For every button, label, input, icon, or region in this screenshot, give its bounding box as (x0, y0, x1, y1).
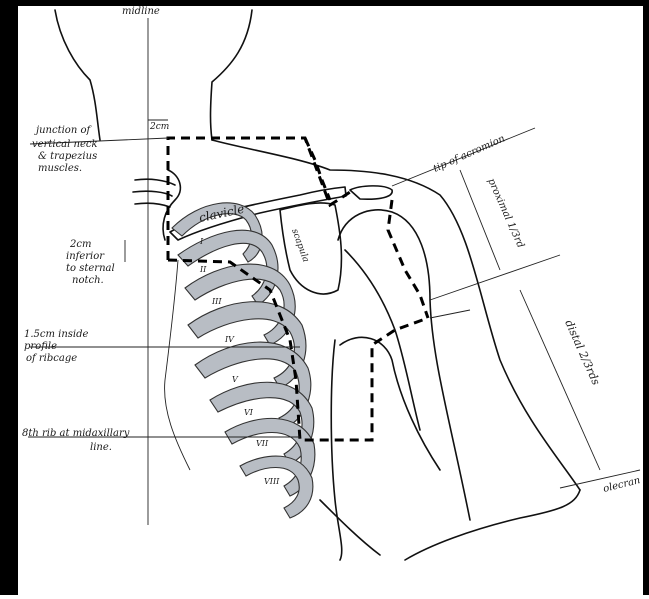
rib-numeral-3: III (211, 297, 222, 306)
inside-profile-1: 1.5cm inside (24, 329, 89, 340)
top-black-border (0, 0, 649, 6)
midline-label: midline (122, 6, 160, 17)
upper-arm-back (405, 490, 580, 560)
trunk-left (165, 260, 190, 470)
two-cm-inferior-4: notch. (72, 275, 104, 286)
two-cm-top-label: 2cm (149, 122, 169, 132)
rib-8 (240, 456, 313, 518)
scapula-label: scapula (289, 228, 310, 264)
two-cm-inferior-1: 2cm (69, 239, 91, 250)
field-boundary-humeral (388, 200, 428, 318)
forearm-outline (340, 337, 440, 470)
proximal-divider (430, 255, 560, 300)
junction-label-3: & trapezius (38, 151, 97, 162)
rib-numeral-2: II (199, 265, 207, 274)
eighth-rib-1: 8th rib at midaxillary (22, 428, 130, 439)
forearm-lower (320, 500, 380, 555)
head-outline (55, 10, 100, 140)
scapula-shape (280, 203, 341, 294)
rib-numeral-6: VI (244, 408, 254, 417)
acromion (350, 186, 392, 199)
proximal-label: proximal 1/3rd (485, 177, 526, 250)
clavicle-label: clavicle (198, 202, 246, 225)
acromion-label: tip of acromion (432, 133, 507, 174)
junction-label-2: vertical neck (32, 139, 98, 150)
distal-label: distal 2/3rds (562, 318, 602, 387)
junction-label-1: junction of (34, 125, 92, 136)
head-outline-right (211, 10, 253, 140)
two-cm-inferior-3: to sternal (66, 263, 115, 274)
two-cm-inferior-2: inferior (66, 251, 105, 262)
rib-numeral-8: VIII (264, 477, 280, 486)
arm-front (331, 340, 342, 560)
olecranon-label: olecran (602, 475, 641, 495)
inside-profile-2: profile (24, 341, 57, 352)
rib-numeral-5: V (232, 375, 239, 384)
junction-label-4: muscles. (38, 163, 82, 174)
right-black-border (643, 0, 649, 595)
left-black-border (0, 0, 18, 595)
rib-numeral-7: VII (256, 439, 269, 448)
midpoint-leader (430, 310, 470, 318)
eighth-rib-2: line. (90, 442, 112, 453)
inside-profile-3: of ribcage (26, 353, 77, 364)
rib-numeral-4: IV (224, 335, 235, 344)
